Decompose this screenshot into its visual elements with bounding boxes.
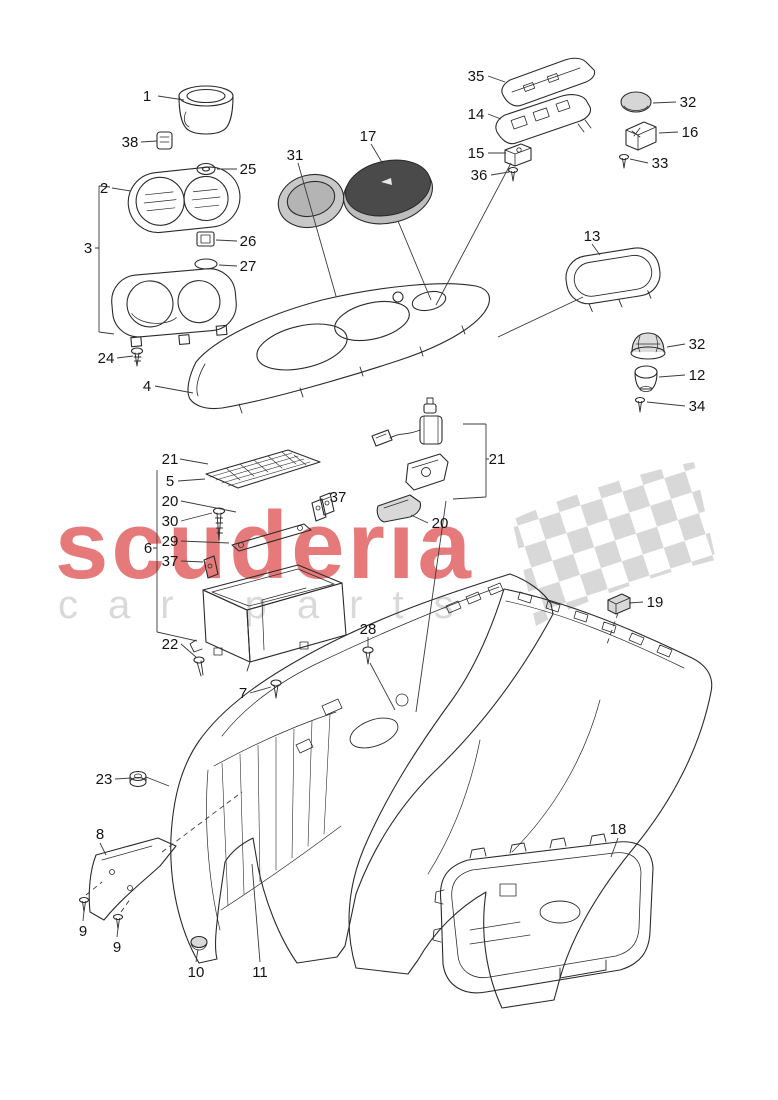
part-clip-38 <box>156 131 173 150</box>
part-label-22: 22 <box>162 636 179 653</box>
part-cup-insert-1 <box>178 85 234 135</box>
part-trim-ring-13 <box>565 247 661 312</box>
part-label-35: 35 <box>468 68 485 85</box>
leader-lines <box>82 75 686 963</box>
part-cap-32-top <box>620 91 652 113</box>
part-console-outer-shell <box>348 588 713 1009</box>
part-label-21: 21 <box>489 451 506 468</box>
part-label-4: 4 <box>143 378 151 395</box>
part-label-25: 25 <box>240 161 257 178</box>
part-hinge-37-right <box>311 492 335 522</box>
part-clip-19 <box>607 593 631 615</box>
part-side-trim-8 <box>88 837 177 921</box>
part-label-18: 18 <box>610 821 627 838</box>
part-rubber-mat-5 <box>205 449 321 489</box>
part-label-23: 23 <box>96 771 113 788</box>
part-label-30: 30 <box>162 513 179 530</box>
part-label-21: 21 <box>162 451 179 468</box>
part-label-10: 10 <box>188 964 205 981</box>
checkered-flag <box>512 462 716 626</box>
part-label-38: 38 <box>122 134 139 151</box>
part-label-24: 24 <box>98 350 115 367</box>
part-label-16: 16 <box>682 124 699 141</box>
part-label-31: 31 <box>287 147 304 164</box>
part-label-1: 1 <box>143 88 151 105</box>
part-screw-36 <box>507 166 519 182</box>
part-label-15: 15 <box>468 145 485 162</box>
part-screw-33 <box>618 153 630 169</box>
part-nut-23 <box>129 770 147 788</box>
part-switch-panel-14 <box>495 94 592 145</box>
part-label-9: 9 <box>113 939 121 956</box>
part-label-20: 20 <box>162 493 179 510</box>
part-label-5: 5 <box>166 473 174 490</box>
part-label-26: 26 <box>240 233 257 250</box>
part-hinge-37-left <box>203 555 219 579</box>
part-screw-34 <box>634 396 646 413</box>
part-label-27: 27 <box>240 258 257 275</box>
part-label-32: 32 <box>689 336 706 353</box>
part-knob-12 <box>634 365 658 392</box>
part-screw-24 <box>130 347 144 367</box>
part-cupholder-trim-2 <box>127 166 241 234</box>
part-label-36: 36 <box>471 167 488 184</box>
part-insulation-box-18 <box>432 833 654 994</box>
part-cupholder-housing-3 <box>111 268 237 348</box>
part-label-28: 28 <box>360 621 377 638</box>
part-label-2: 2 <box>100 180 108 197</box>
part-seal-27 <box>194 258 218 270</box>
part-boot-cover-31 <box>277 173 345 229</box>
part-label-20: 20 <box>432 515 449 532</box>
part-console-trim-panel-4 <box>187 283 491 414</box>
part-label-13: 13 <box>584 228 601 245</box>
part-label-7: 7 <box>239 685 247 702</box>
part-label-33: 33 <box>652 155 669 172</box>
part-label-9: 9 <box>79 923 87 940</box>
part-label-32: 32 <box>680 94 697 111</box>
part-label-19: 19 <box>647 594 664 611</box>
part-trim-strip-35 <box>501 57 596 107</box>
part-plug-10 <box>190 935 208 951</box>
part-screw-9a <box>78 896 90 913</box>
part-hinge-strip-29 <box>231 523 312 552</box>
part-boot-32-right <box>630 332 666 360</box>
part-armrest-lid-17 <box>342 159 434 225</box>
part-screw-30 <box>212 507 226 541</box>
part-retainer-26 <box>196 231 215 247</box>
part-label-14: 14 <box>468 106 485 123</box>
part-label-34: 34 <box>689 398 706 415</box>
part-screw-9b <box>112 913 124 930</box>
part-switch-15 <box>504 143 532 167</box>
part-bracket-20-right <box>376 494 422 523</box>
watermark-subtitle: car parts <box>58 583 484 627</box>
part-screw-28 <box>362 646 374 665</box>
part-label-12: 12 <box>689 367 706 384</box>
part-label-37: 37 <box>162 553 179 570</box>
part-screw-7 <box>270 679 282 699</box>
part-label-11: 11 <box>252 964 268 981</box>
part-label-29: 29 <box>162 533 179 550</box>
part-switch-16 <box>625 121 657 151</box>
part-label-37: 37 <box>330 489 347 506</box>
part-storage-box-6 <box>189 564 347 672</box>
part-console-inner-body <box>170 573 554 964</box>
part-latch-assembly-21 <box>371 397 449 491</box>
part-label-17: 17 <box>360 128 377 145</box>
part-label-8: 8 <box>96 826 104 843</box>
watermark: scuderia car parts <box>55 462 716 627</box>
part-screw-22 <box>193 656 205 677</box>
part-grommet-25 <box>196 162 216 176</box>
part-label-6: 6 <box>144 540 152 557</box>
part-label-3: 3 <box>84 240 92 257</box>
